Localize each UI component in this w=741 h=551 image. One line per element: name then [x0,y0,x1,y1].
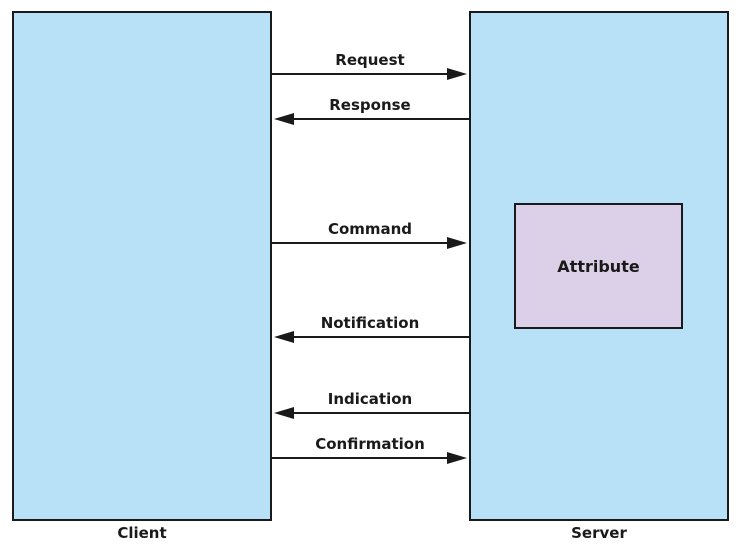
attribute-label: Attribute [557,256,640,276]
message-label-command: Command [328,220,412,238]
message-response: Response [274,96,469,125]
attribute-box: Attribute [514,203,683,329]
client-label: Client [117,524,167,542]
arrow-head-response [274,113,294,125]
message-label-indication: Indication [328,390,412,408]
arrow-head-request [447,68,467,80]
message-label-confirmation: Confirmation [315,435,425,453]
arrow-head-command [447,237,467,249]
arrow-head-confirmation [447,452,467,464]
message-label-response: Response [329,96,410,114]
arrow-head-notification [274,331,294,343]
message-request: Request [272,51,467,80]
message-label-notification: Notification [321,314,420,332]
message-confirmation: Confirmation [272,435,467,464]
message-label-request: Request [335,51,404,69]
server-label: Server [571,524,627,542]
message-command: Command [272,220,467,249]
client-box [12,11,272,521]
arrow-head-indication [274,407,294,419]
message-notification: Notification [274,314,469,343]
message-indication: Indication [274,390,469,419]
